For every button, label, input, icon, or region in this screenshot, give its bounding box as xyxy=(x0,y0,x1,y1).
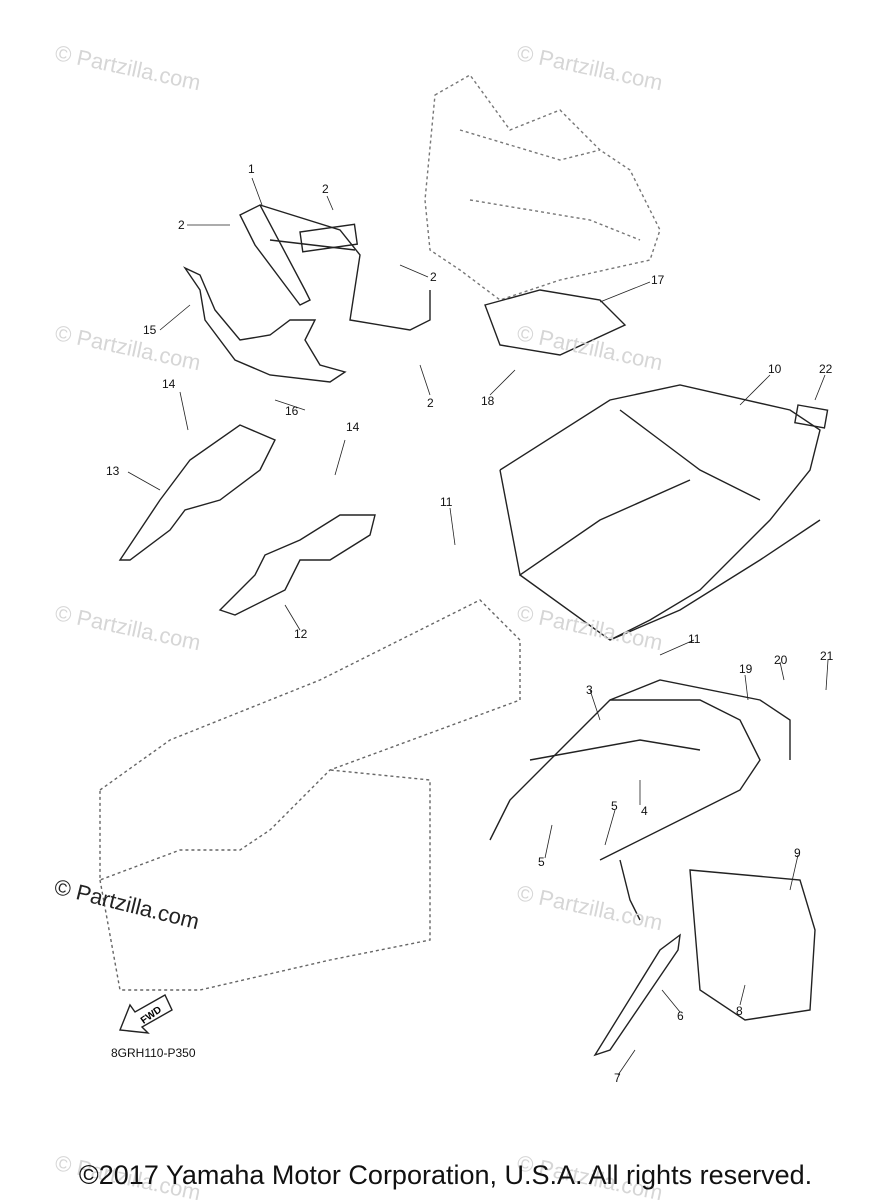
callout-number: 16 xyxy=(285,404,299,418)
callout-number: 7 xyxy=(614,1071,621,1085)
part-17-skid xyxy=(484,289,627,356)
part-15-panel xyxy=(182,266,347,383)
callout-number: 14 xyxy=(346,420,360,434)
callout-number: 21 xyxy=(820,649,834,663)
part-13-cover xyxy=(118,424,276,561)
part-8-mudflap xyxy=(689,869,816,1021)
part-6-strip xyxy=(593,933,681,1057)
callout-number: 14 xyxy=(162,377,176,391)
callout-number: 15 xyxy=(143,323,157,337)
callout-number: 17 xyxy=(651,273,665,287)
callout-number: 22 xyxy=(819,362,833,376)
callout-number: 19 xyxy=(739,662,753,676)
part-22-label xyxy=(794,404,829,429)
callout-number: 10 xyxy=(768,362,782,376)
front-frame-dashed xyxy=(424,74,661,301)
part-1-front-guard xyxy=(239,204,431,331)
callout-number: 12 xyxy=(294,627,308,641)
callout-number: 11 xyxy=(688,632,701,646)
callout-number: 5 xyxy=(611,799,618,813)
callout-number: 2 xyxy=(178,218,185,232)
part-3-cargo-frame xyxy=(489,679,791,921)
callout-number: 3 xyxy=(586,683,593,697)
diagram-reference: 8GRH110-P350 xyxy=(111,1046,196,1060)
callout-number: 2 xyxy=(430,270,437,284)
callout-number: 6 xyxy=(677,1009,684,1023)
callout-number: 11 xyxy=(440,495,453,509)
copyright-notice: ©2017 Yamaha Motor Corporation, U.S.A. A… xyxy=(78,1160,813,1190)
chassis-dashed xyxy=(99,599,521,991)
fwd-arrow xyxy=(119,994,173,1034)
callout-number: 2 xyxy=(322,182,329,196)
callout-number: 20 xyxy=(774,653,788,667)
callout-number: 2 xyxy=(427,396,434,410)
part-10-rear-frame xyxy=(499,384,821,641)
callout-number: 1 xyxy=(248,162,255,176)
callout-number: 5 xyxy=(538,855,545,869)
callout-number: 18 xyxy=(481,394,495,408)
callout-number: 4 xyxy=(641,804,648,818)
callout-number: 8 xyxy=(736,1004,743,1018)
part-12-cover xyxy=(218,514,376,616)
callout-number: 13 xyxy=(106,464,120,478)
leader-lines xyxy=(127,177,829,1076)
callout-number: 9 xyxy=(794,846,801,860)
